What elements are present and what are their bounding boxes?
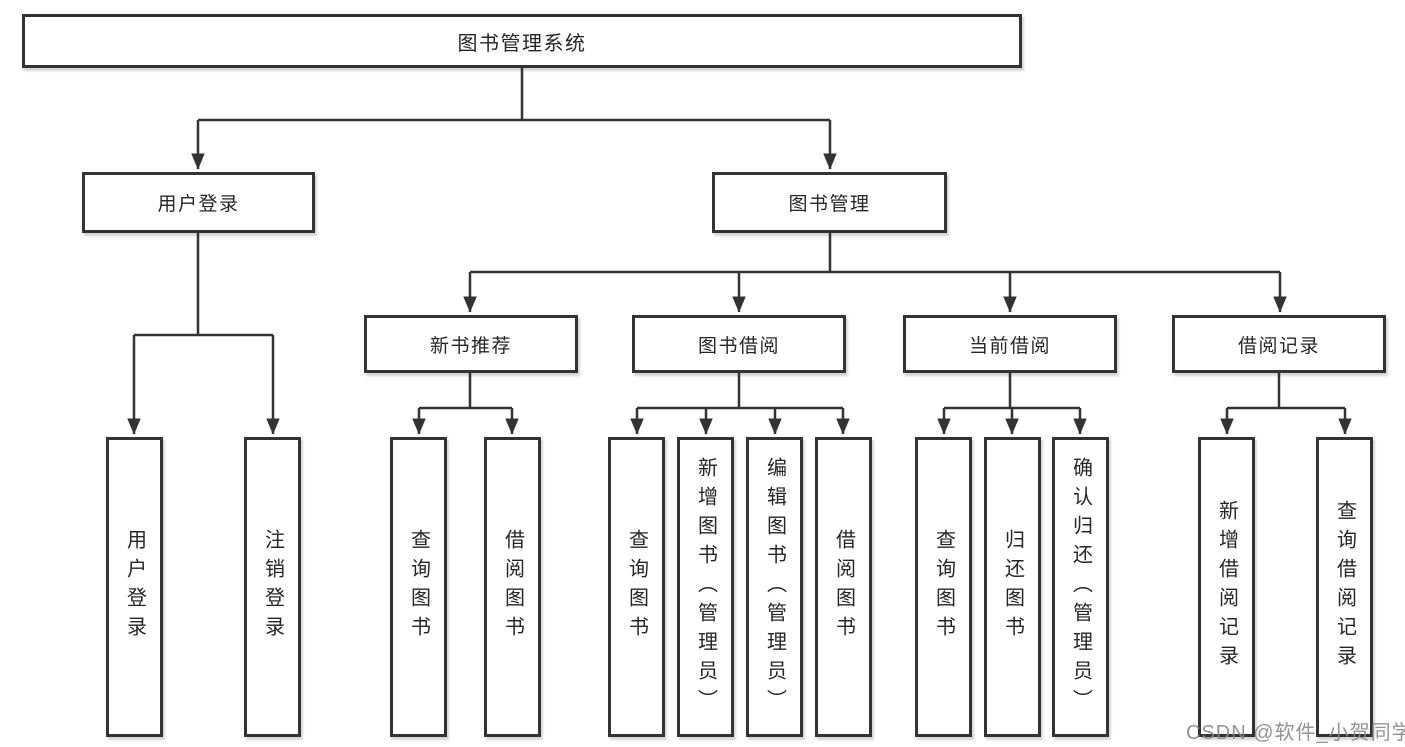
node-new-book-recommend: 新书推荐 (364, 315, 578, 373)
node-user-login-branch-label: 用户登录 (157, 194, 240, 215)
leaf-query-books-current-label: 查询图书 (932, 529, 955, 645)
leaf-add-borrow-record-label: 新增借阅记录 (1215, 500, 1238, 674)
node-book-borrow: 图书借阅 (632, 315, 846, 373)
leaf-add-books-admin: 新增图书（管理员） (677, 437, 734, 737)
node-new-book-recommend-label: 新书推荐 (429, 335, 512, 357)
leaf-return-books: 归还图书 (984, 437, 1041, 737)
leaf-confirm-return-admin: 确认归还（管理员） (1052, 437, 1109, 737)
node-current-borrow-label: 当前借阅 (968, 335, 1051, 357)
leaf-add-books-admin-label: 新增图书（管理员） (694, 456, 717, 718)
node-book-borrow-label: 图书借阅 (697, 335, 780, 357)
node-book-management-label: 图书管理 (788, 194, 871, 215)
leaf-query-books-recommend-label: 查询图书 (407, 529, 430, 645)
leaf-borrow-books-label: 借阅图书 (832, 529, 855, 645)
leaf-query-books-recommend: 查询图书 (390, 437, 447, 737)
node-user-login-branch: 用户登录 (82, 172, 315, 233)
leaf-return-books-label: 归还图书 (1001, 529, 1024, 645)
leaf-query-books-current: 查询图书 (915, 437, 972, 737)
leaf-logout-login-label: 注销登录 (261, 529, 284, 645)
leaf-user-login-label: 用户登录 (123, 529, 146, 645)
leaf-borrow-books-recommend-label: 借阅图书 (501, 529, 524, 645)
node-borrow-records: 借阅记录 (1172, 315, 1386, 373)
leaf-query-books-borrow: 查询图书 (608, 437, 665, 737)
leaf-query-borrow-record-label: 查询借阅记录 (1333, 500, 1356, 674)
node-borrow-records-label: 借阅记录 (1237, 335, 1320, 357)
node-library-system: 图书管理系统 (22, 14, 1022, 68)
node-library-system-label: 图书管理系统 (457, 32, 587, 55)
node-book-management: 图书管理 (712, 172, 947, 233)
leaf-query-borrow-record: 查询借阅记录 (1316, 437, 1373, 737)
leaf-confirm-return-admin-label: 确认归还（管理员） (1069, 456, 1092, 718)
leaf-user-login: 用户登录 (106, 437, 163, 737)
leaf-query-books-borrow-label: 查询图书 (625, 529, 648, 645)
leaf-logout-login: 注销登录 (244, 437, 301, 737)
leaf-edit-books-admin-label: 编辑图书（管理员） (763, 456, 786, 718)
leaf-edit-books-admin: 编辑图书（管理员） (746, 437, 803, 737)
node-current-borrow: 当前借阅 (903, 315, 1117, 373)
leaf-add-borrow-record: 新增借阅记录 (1198, 437, 1255, 737)
leaf-borrow-books: 借阅图书 (815, 437, 872, 737)
csdn-watermark: CSDN @软件_小贺同学 (1186, 722, 1405, 744)
leaf-borrow-books-recommend: 借阅图书 (484, 437, 541, 737)
